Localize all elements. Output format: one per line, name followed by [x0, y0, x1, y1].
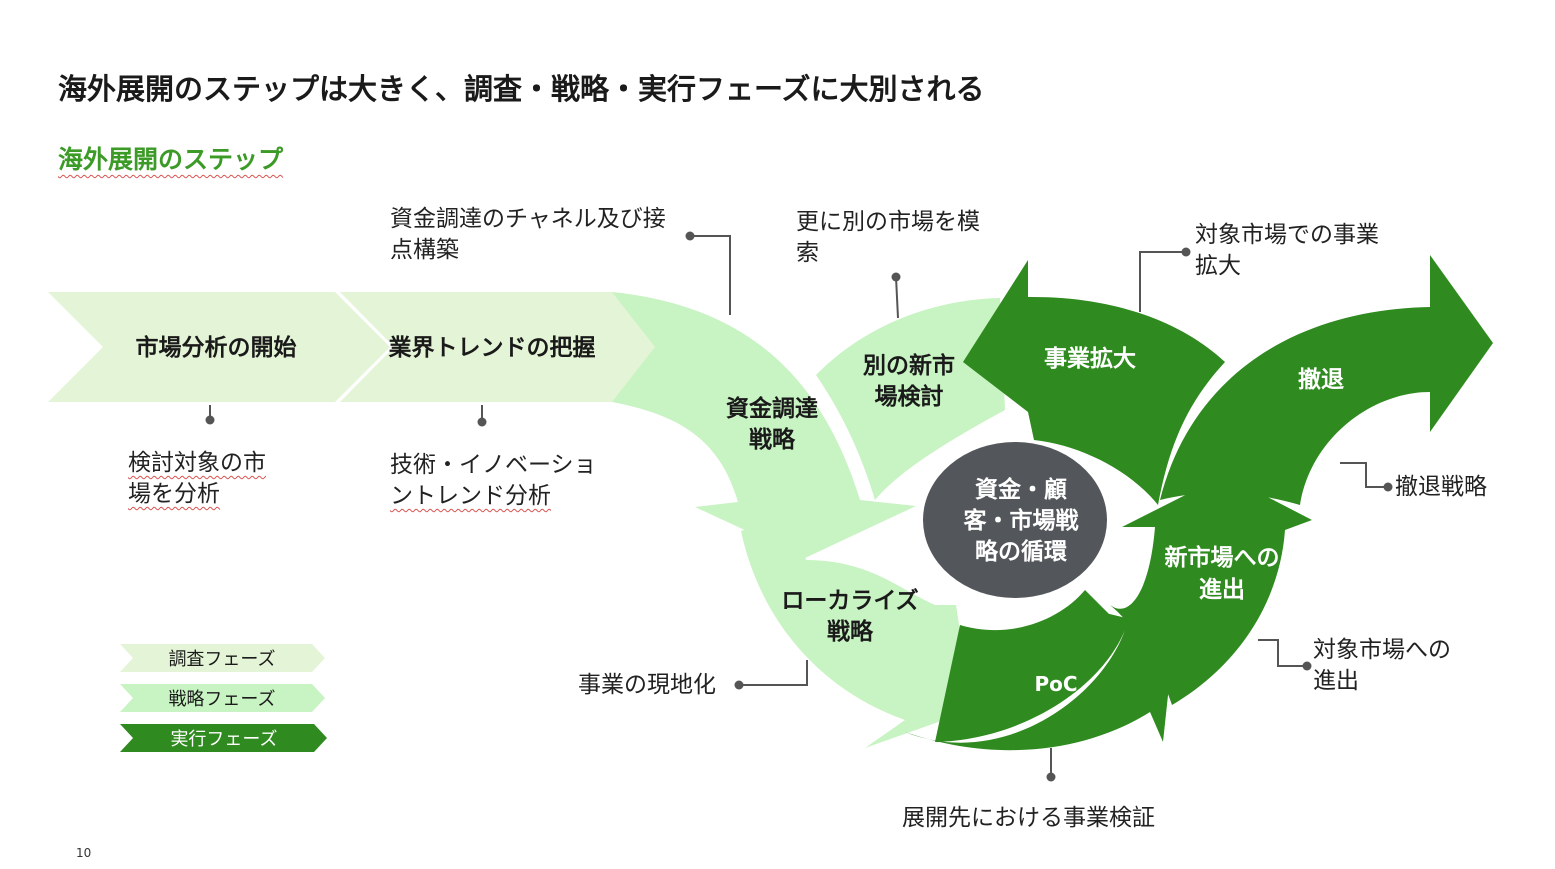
- callout-market-analysis: 検討対象の市 場を分析: [128, 448, 266, 510]
- step-poc-label: PoC: [1034, 672, 1077, 696]
- legend-execution-swatch: [120, 724, 327, 752]
- center-circle: [923, 442, 1107, 598]
- center-label-2: 客・市場戦: [964, 507, 1079, 534]
- step-entry-shape: [1110, 475, 1312, 705]
- callout-trend-line-1: 技術・イノベーショ: [390, 452, 597, 478]
- connector-dot: [1302, 661, 1312, 671]
- connector-localize: [739, 660, 808, 686]
- connector-dot: [1181, 247, 1191, 257]
- callout-funding: 資金調達のチャネル及び接 点構築: [390, 204, 666, 266]
- callout-market-analysis-line-1: 検討対象の市: [128, 450, 266, 476]
- callout-entry: 対象市場への 進出: [1313, 635, 1451, 697]
- callout-trend-line-2: ントレンド分析: [390, 483, 551, 509]
- center-label-1: 資金・顧: [975, 476, 1067, 503]
- step-trend-label: 業界トレンドの把握: [388, 334, 596, 361]
- connector-dot: [205, 415, 215, 425]
- step-new-market-label-2: 場検討: [875, 383, 944, 410]
- callout-localize: 事業の現地化: [578, 672, 716, 698]
- callout-poc: 展開先における事業検証: [902, 805, 1155, 831]
- connector-dot: [1046, 772, 1056, 782]
- step-poc-shape: [905, 590, 1175, 751]
- step-expansion-shape: [963, 260, 1225, 505]
- section-title: 海外展開のステップ: [58, 145, 284, 174]
- step-localize-label-1: ローカライズ: [781, 587, 918, 614]
- legend-research-swatch: [120, 644, 325, 672]
- callout-new-market-line-2: 索: [796, 240, 819, 266]
- connector-new-market: [895, 276, 899, 319]
- callout-new-market: 更に別の市場を模 索: [796, 207, 980, 269]
- connector-dot: [734, 680, 744, 690]
- callout-expansion-line-2: 拡大: [1195, 253, 1241, 279]
- legend-strategy-swatch: [120, 684, 325, 712]
- step-entry-label-1: 新市場への: [1165, 544, 1280, 571]
- connector-dot: [477, 417, 487, 427]
- connector-dot: [685, 231, 695, 241]
- step-market-analysis-shape: [48, 292, 390, 402]
- connector-dot: [1383, 482, 1393, 492]
- step-withdrawal-shape: [1160, 255, 1493, 505]
- step-trend-shape: [340, 292, 664, 402]
- center-label-3: 略の循環: [975, 538, 1068, 565]
- connector-funding: [690, 235, 731, 315]
- callout-withdrawal: 撤退戦略: [1395, 474, 1487, 500]
- step-localize-shape: [741, 524, 972, 748]
- step-entry-label-2: 進出: [1199, 577, 1245, 603]
- step-localize-label-2: 戦略: [827, 618, 874, 645]
- step-expansion-label: 事業拡大: [1044, 345, 1136, 372]
- callout-market-analysis-line-2: 場を分析: [128, 481, 220, 507]
- callout-entry-line-1: 対象市場への: [1313, 637, 1451, 663]
- step-withdrawal-label: 撤退: [1298, 366, 1344, 393]
- step-new-market-label-1: 別の新市: [863, 352, 955, 379]
- legend-execution-label: 実行フェーズ: [170, 729, 277, 750]
- step-funding-label-1: 資金調達: [726, 395, 818, 422]
- step-new-market-shape: [816, 298, 1005, 500]
- connector-entry: [1258, 639, 1307, 667]
- callout-funding-line-1: 資金調達のチャネル及び接: [390, 206, 666, 232]
- callout-entry-line-2: 進出: [1313, 668, 1359, 694]
- legend-research-label: 調査フェーズ: [168, 649, 275, 670]
- step-funding-shape: [612, 292, 916, 558]
- callout-funding-line-2: 点構築: [390, 237, 459, 263]
- legend-strategy-label: 戦略フェーズ: [168, 689, 275, 710]
- step-funding-label-2: 戦略: [749, 426, 796, 453]
- callout-expansion: 対象市場での事業 拡大: [1195, 220, 1379, 282]
- page-number: 10: [76, 846, 92, 860]
- connector-expansion: [1139, 251, 1186, 312]
- callout-trend: 技術・イノベーショ ントレンド分析: [390, 450, 597, 512]
- connector-dot: [891, 272, 901, 282]
- connector-withdrawal: [1340, 462, 1388, 488]
- callout-new-market-line-1: 更に別の市場を模: [796, 209, 980, 235]
- page-title: 海外展開のステップは大きく、調査・戦略・実行フェーズに大別される: [58, 72, 985, 106]
- step-market-analysis-label: 市場分析の開始: [136, 334, 297, 361]
- callout-expansion-line-1: 対象市場での事業: [1195, 222, 1379, 248]
